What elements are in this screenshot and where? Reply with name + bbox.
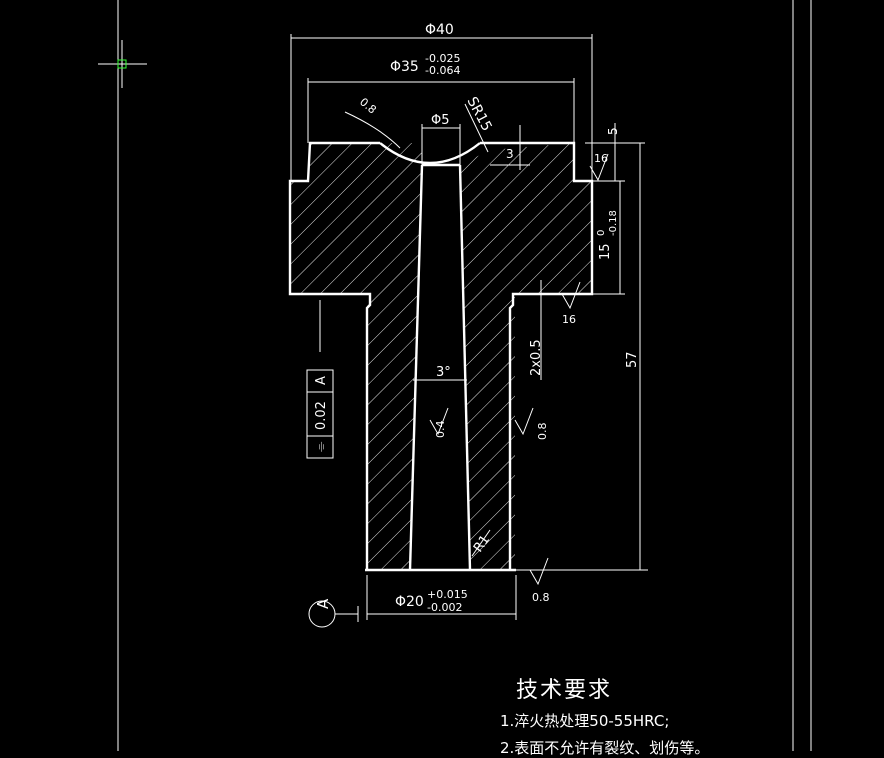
technical-requirements-line-2: 2.表面不允许有裂纹、划伤等。 [500,739,710,757]
dim-height15-lower-tol: -0.18 [608,210,619,236]
dim-dia35: Φ35 [390,59,419,75]
dim-taper-angle: 3° [436,365,451,380]
dim-chamfer: 2x0.5 [529,339,544,376]
dim-depth3: 3 [506,147,514,161]
dim-dia5: Φ5 [431,113,450,128]
roughness-bore-label: 0.4 [434,421,447,439]
roughness-16-shoulder-label: 16 [562,313,576,326]
technical-requirements: 技术要求 1.淬火热处理50-55HRC; 2.表面不允许有裂纹、划伤等。 [500,672,709,758]
datum-a-symbol: A [308,598,336,628]
technical-requirements-title: 技术要求 [516,678,613,703]
drawing-frame [117,0,812,751]
roughness-symbols [429,153,609,586]
roughness-bottom-label: 0.8 [532,591,550,604]
dim-dia35-upper-tol: -0.025 [425,52,460,65]
dim-dia40: Φ40 [425,22,454,38]
dim-height15-upper-tol: 0 [596,230,607,236]
gdt-datum-ref: A [314,376,329,385]
roughness-16-top-label: 16 [594,152,608,165]
dim-dia35-lower-tol: -0.064 [425,64,460,77]
gdt-value: 0.02 [314,401,329,430]
gdt-frame: A 0.02 ⌯ [306,369,334,459]
dim-dia20-lower-tol: -0.002 [427,601,462,614]
dim-dia20-upper-tol: +0.015 [427,588,468,601]
crosshair-cursor[interactable] [98,40,147,88]
dim-dia20: Φ20 [395,594,424,610]
roughness-top-label: 0.8 [357,95,379,116]
section-hatching [290,143,592,570]
dim-height57: 57 [625,351,640,368]
dim-height5: 5 [606,127,620,135]
dim-sr15: SR15 [463,94,494,134]
datum-a-label: A [314,598,332,609]
gdt-symbol-icon: ⌯ [314,441,329,452]
technical-requirements-line-1: 1.淬火热处理50-55HRC; [500,712,670,730]
dim-height15: 15 [598,243,613,260]
roughness-outer-label: 0.8 [536,423,549,441]
dimension-lines [290,34,648,622]
